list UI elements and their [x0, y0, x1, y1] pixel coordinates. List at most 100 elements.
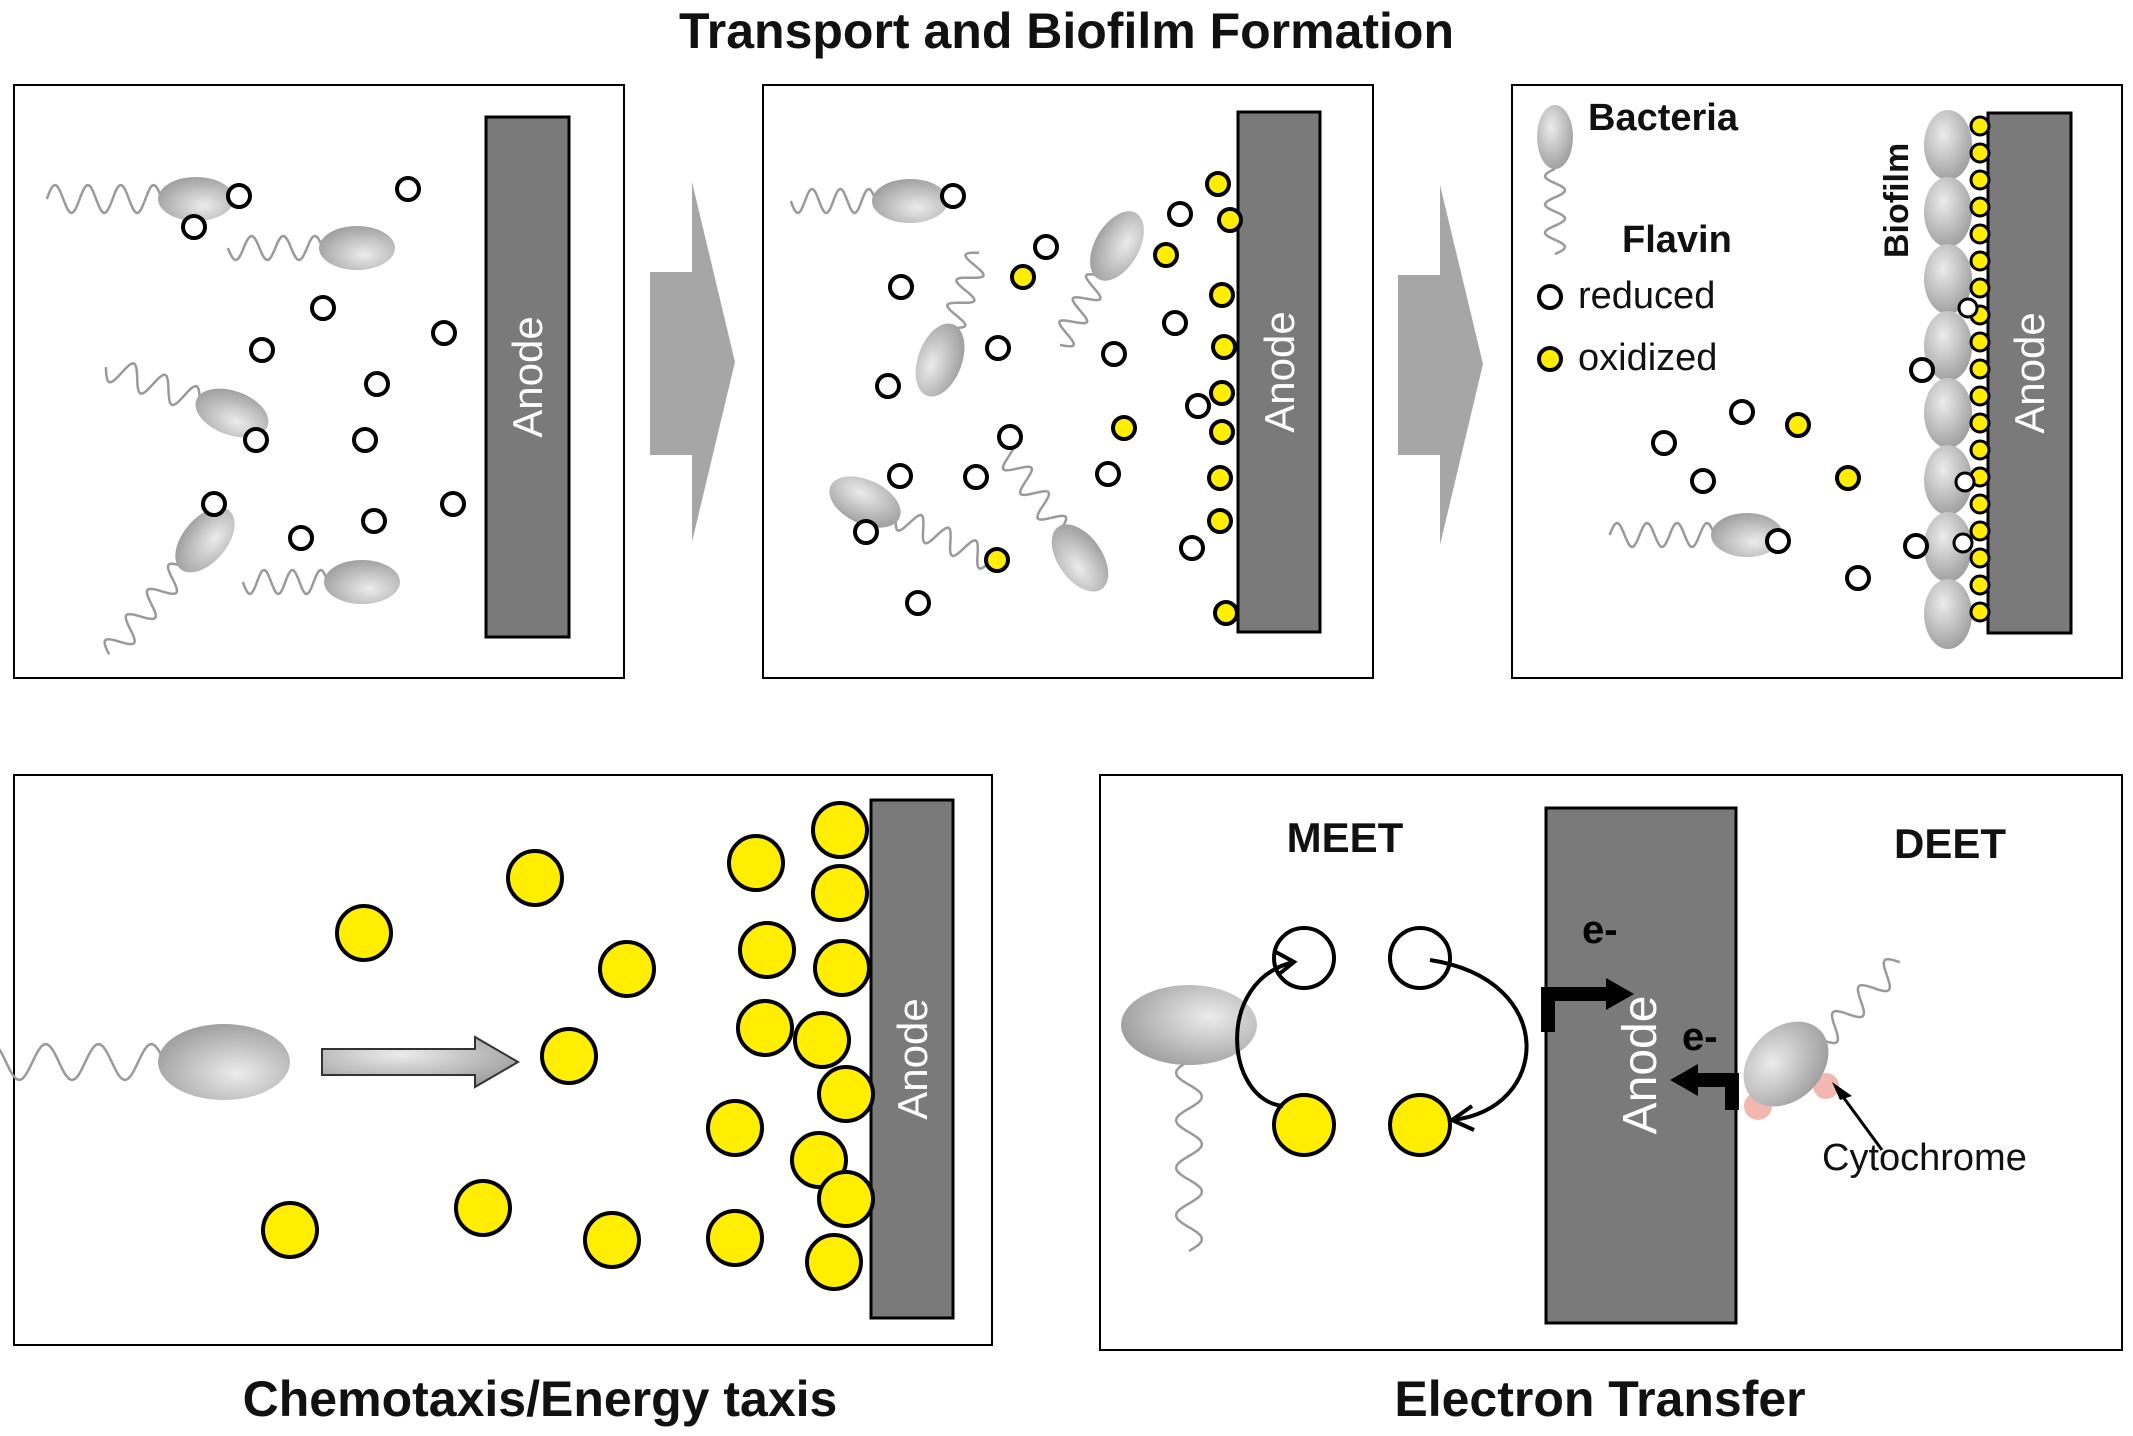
- reduced-flavin: [364, 371, 390, 397]
- bacterium: [324, 560, 400, 604]
- oxidized-flavin: [1969, 196, 1991, 218]
- reduced-flavin: [181, 214, 207, 240]
- biofilm-cell: [1924, 177, 1972, 247]
- reduced-flavin: [440, 491, 466, 517]
- reduced-flavin: [875, 373, 901, 399]
- step-arrow-1: [650, 182, 735, 542]
- oxidized-flavin: [1213, 600, 1239, 626]
- meet-cycle-right-arrowhead: [1447, 1104, 1475, 1132]
- oxidized-flavin: [706, 1099, 764, 1157]
- bacterium: [319, 226, 395, 270]
- oxidized-flavin: [598, 940, 656, 998]
- reduced-flavin: [1690, 468, 1716, 494]
- legend-reduced-label: reduced: [1578, 275, 1715, 317]
- electron-arrow-meet-head: [1606, 978, 1634, 1010]
- oxidized-flavin: [811, 864, 869, 922]
- anode-chemotaxis: [869, 798, 955, 1320]
- biofilm-cell: [1924, 378, 1972, 448]
- bacterium: [175, 507, 235, 573]
- reduced-flavin: [1651, 430, 1677, 456]
- deet-label: DEET: [1894, 820, 2006, 867]
- oxidized-flavin: [1969, 439, 1991, 461]
- anode-label-1: Anode: [504, 316, 551, 437]
- chemotaxis-arrow: [321, 1035, 520, 1089]
- legend-bacteria-label: Bacteria: [1588, 97, 1739, 139]
- oxidized-flavin: [813, 939, 871, 997]
- reduced-flavin: [1167, 201, 1193, 227]
- cytochrome-pointer-line: [1836, 1089, 1884, 1151]
- bacterium: [1711, 513, 1783, 557]
- reduced-flavin: [853, 519, 879, 545]
- flagellum: [1821, 957, 1901, 1045]
- electron-label-meet: e-: [1582, 908, 1618, 952]
- oxidized-flavin: [1969, 115, 1991, 137]
- reduced-flavin: [1272, 926, 1336, 990]
- oxidized-flavin: [1211, 334, 1237, 360]
- oxidized-flavin: [1969, 142, 1991, 164]
- meet-label: MEET: [1287, 814, 1404, 861]
- reduced-flavin: [1957, 297, 1979, 319]
- flagellum: [45, 183, 163, 215]
- reduced-flavin: [1101, 341, 1127, 367]
- electron-arrow-meet: [1541, 987, 1610, 1032]
- reduced-flavin: [243, 427, 269, 453]
- bacterium: [1090, 211, 1144, 281]
- legend-oxidized-label: oxidized: [1578, 337, 1717, 379]
- oxidized-flavin: [811, 801, 869, 859]
- anode-panel-1: [484, 115, 571, 639]
- reduced-flavin: [940, 183, 966, 209]
- cytochrome-pointer-head: [1832, 1082, 1852, 1100]
- oxidized-flavin: [793, 1011, 851, 1069]
- bacterium-deet: [1743, 1021, 1829, 1107]
- bacterium: [195, 388, 269, 438]
- oxidized-flavin: [1207, 508, 1233, 534]
- reduced-flavin: [1388, 926, 1452, 990]
- oxidized-flavin: [1969, 601, 1991, 623]
- cytochrome-label: Cytochrome: [1822, 1137, 2027, 1179]
- biofilm-cell: [1924, 110, 1972, 180]
- reduced-flavin: [201, 491, 227, 517]
- title-chemotaxis: Chemotaxis/Energy taxis: [242, 1371, 838, 1427]
- oxidized-flavin: [1537, 346, 1563, 372]
- reduced-flavin: [1845, 565, 1871, 591]
- flagellum: [1058, 272, 1102, 348]
- meet-cycle-left-arrowhead: [1273, 949, 1298, 977]
- oxidized-flavin: [1969, 250, 1991, 272]
- reduced-flavin: [431, 320, 457, 346]
- legend-bacterium-icon: [1537, 105, 1573, 169]
- reduced-flavin: [249, 337, 275, 363]
- oxidized-flavin: [1209, 419, 1235, 445]
- reduced-flavin: [288, 525, 314, 551]
- flagellum: [1608, 521, 1716, 549]
- bacterium: [158, 1024, 290, 1100]
- biofilm-cell: [1924, 244, 1972, 314]
- bacterium: [872, 179, 948, 223]
- bacterium: [1121, 985, 1257, 1065]
- flagellum: [226, 234, 324, 262]
- flagellum: [241, 568, 329, 596]
- oxidized-flavin: [1969, 547, 1991, 569]
- oxidized-flavin: [1969, 169, 1991, 191]
- reduced-flavin: [1179, 535, 1205, 561]
- electron-label-deet: e-: [1682, 1015, 1718, 1059]
- oxidized-flavin: [1969, 520, 1991, 542]
- oxidized-flavin: [738, 921, 796, 979]
- reduced-flavin: [1033, 234, 1059, 260]
- reduced-flavin: [1903, 533, 1929, 559]
- flagellum: [1174, 1059, 1204, 1253]
- bacterium: [1051, 524, 1109, 592]
- reduced-flavin: [887, 463, 913, 489]
- bacterium: [829, 476, 901, 528]
- reduced-flavin: [963, 464, 989, 490]
- oxidized-flavin: [805, 1233, 863, 1291]
- oxidized-flavin: [1969, 412, 1991, 434]
- reduced-flavin: [1185, 393, 1211, 419]
- oxidized-flavin: [1272, 1093, 1336, 1157]
- oxidized-flavin: [1969, 385, 1991, 407]
- reduced-flavin: [361, 508, 387, 534]
- electron-arrow-deet-head: [1670, 1064, 1698, 1096]
- oxidized-flavin: [1835, 465, 1861, 491]
- oxidized-flavin: [583, 1211, 641, 1269]
- oxidized-flavin: [1785, 412, 1811, 438]
